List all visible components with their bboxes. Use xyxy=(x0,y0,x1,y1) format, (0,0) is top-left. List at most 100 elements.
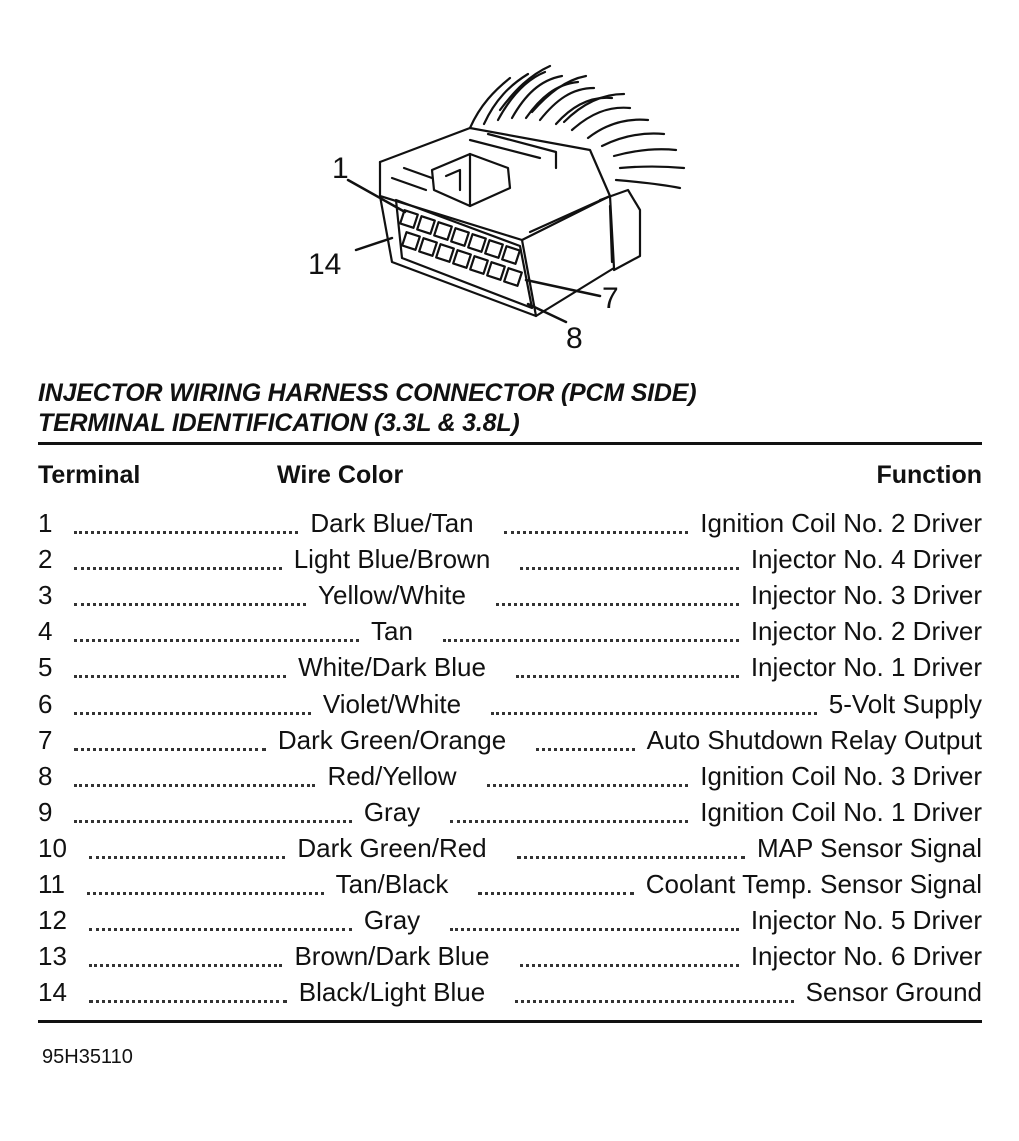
terminal-number: 3 xyxy=(38,580,53,610)
dot-leader xyxy=(516,856,746,859)
dot-leader xyxy=(88,964,283,967)
dot-leader xyxy=(74,712,311,715)
dot-leader xyxy=(450,820,689,823)
table-row: 6 Violet/White 5-Volt Supply xyxy=(0,686,1019,722)
wire-bundle xyxy=(468,64,686,190)
terminal-number: 13 xyxy=(38,941,67,971)
wire-color: Light Blue/Brown xyxy=(293,544,491,574)
terminal-number: 5 xyxy=(38,652,53,682)
table-row: 2 Light Blue/Brown Injector No. 4 Driver xyxy=(0,541,1019,577)
wire-color: Tan/Black xyxy=(335,869,449,899)
wire-color: Violet/White xyxy=(322,689,462,719)
header-wire-color: Wire Color xyxy=(277,461,404,489)
dot-leader xyxy=(520,567,739,570)
diagram-title: INJECTOR WIRING HARNESS CONNECTOR (PCM S… xyxy=(38,379,697,407)
terminal-number: 14 xyxy=(38,977,67,1007)
dot-leader xyxy=(495,603,739,606)
callout-8: 8 xyxy=(566,322,583,355)
function: Ignition Coil No. 3 Driver xyxy=(700,761,982,791)
terminal-number: 2 xyxy=(38,544,53,574)
wire-color: Tan xyxy=(371,616,413,646)
function: Sensor Ground xyxy=(805,977,982,1007)
wire-color: Gray xyxy=(363,797,421,827)
function: Coolant Temp. Sensor Signal xyxy=(645,869,982,899)
function: Injector No. 3 Driver xyxy=(750,580,982,610)
function: Ignition Coil No. 1 Driver xyxy=(700,797,982,827)
dot-leader xyxy=(503,531,689,534)
function: Injector No. 1 Driver xyxy=(750,652,982,682)
dot-leader xyxy=(515,1000,794,1003)
dot-leader xyxy=(442,639,739,642)
dot-leader xyxy=(74,784,316,787)
table-row: 12 Gray Injector No. 5 Driver xyxy=(0,902,1019,938)
dot-leader xyxy=(519,964,739,967)
dot-leader xyxy=(491,712,817,715)
bottom-rule xyxy=(38,1020,982,1023)
connector-body xyxy=(378,126,642,318)
terminal-number: 1 xyxy=(38,508,53,538)
terminal-number: 4 xyxy=(38,616,53,646)
wire-color: White/Dark Blue xyxy=(298,652,486,682)
wire-color: Red/Yellow xyxy=(327,761,457,791)
table-row: 13 Brown/Dark Blue Injector No. 6 Driver xyxy=(0,938,1019,974)
wire-color: Brown/Dark Blue xyxy=(294,941,490,971)
terminal-number: 8 xyxy=(38,761,53,791)
dot-leader xyxy=(88,856,286,859)
top-rule xyxy=(38,442,982,445)
table-row: 11 Tan/Black Coolant Temp. Sensor Signal xyxy=(0,866,1019,902)
terminal-number: 6 xyxy=(38,689,53,719)
callout-14: 14 xyxy=(308,248,341,281)
function: Injector No. 4 Driver xyxy=(750,544,982,574)
function: Auto Shutdown Relay Output xyxy=(646,725,982,755)
terminal-number: 7 xyxy=(38,725,53,755)
dot-leader xyxy=(87,892,324,895)
table-row: 7 Dark Green/Orange Auto Shutdown Relay Ou… xyxy=(0,722,1019,758)
wire-color: Black/Light Blue xyxy=(298,977,486,1007)
dot-leader xyxy=(478,892,634,895)
dot-leader xyxy=(74,567,282,570)
table-row: 10 Dark Green/Red MAP Sensor Signal xyxy=(0,830,1019,866)
wire-color: Dark Green/Orange xyxy=(277,725,507,755)
dot-leader xyxy=(486,784,689,787)
terminal-cavities xyxy=(399,209,523,287)
dot-leader xyxy=(74,820,352,823)
dot-leader xyxy=(74,603,307,606)
wire-color: Dark Green/Red xyxy=(297,833,487,863)
header-terminal: Terminal xyxy=(38,461,141,489)
wire-color: Gray xyxy=(363,905,421,935)
function: Ignition Coil No. 2 Driver xyxy=(700,508,982,538)
dot-leader xyxy=(88,1000,287,1003)
header-function: Function xyxy=(876,461,982,489)
callout-1: 1 xyxy=(332,152,349,185)
table-row: 1 Dark Blue/Tan Ignition Coil No. 2 Driver xyxy=(0,505,1019,541)
table-row: 14 Black/Light Blue Sensor Ground xyxy=(0,974,1019,1010)
wire-color: Dark Blue/Tan xyxy=(310,508,474,538)
dot-leader xyxy=(74,639,360,642)
figure-code: 95H35110 xyxy=(42,1046,133,1068)
terminal-number: 10 xyxy=(38,833,67,863)
table-row: 5 White/Dark Blue Injector No. 1 Driver xyxy=(0,649,1019,685)
terminal-number: 11 xyxy=(38,869,65,899)
function: Injector No. 6 Driver xyxy=(750,941,982,971)
wire-color: Yellow/White xyxy=(318,580,466,610)
function: Injector No. 2 Driver xyxy=(750,616,982,646)
function: Injector No. 5 Driver xyxy=(750,905,982,935)
dot-leader xyxy=(88,928,352,931)
table-row: 8 Red/Yellow Ignition Coil No. 3 Driver xyxy=(0,758,1019,794)
terminal-number: 9 xyxy=(38,797,53,827)
terminal-number: 12 xyxy=(38,905,67,935)
table-row: 3 Yellow/White Injector No. 3 Driver xyxy=(0,577,1019,613)
leader-lines xyxy=(346,178,602,324)
diagram-subtitle: TERMINAL IDENTIFICATION (3.3L & 3.8L) xyxy=(38,409,520,437)
table-row: 4 Tan Injector No. 2 Driver xyxy=(0,613,1019,649)
connector-diagram: 1 14 7 8 xyxy=(308,64,686,355)
dot-leader xyxy=(450,928,739,931)
dot-leader xyxy=(536,748,635,751)
table-row: 9 Gray Ignition Coil No. 1 Driver xyxy=(0,794,1019,830)
function: MAP Sensor Signal xyxy=(757,833,982,863)
dot-leader xyxy=(74,531,299,534)
function: 5-Volt Supply xyxy=(828,689,982,719)
dot-leader xyxy=(74,748,266,751)
dot-leader xyxy=(74,675,287,678)
dot-leader xyxy=(515,675,739,678)
